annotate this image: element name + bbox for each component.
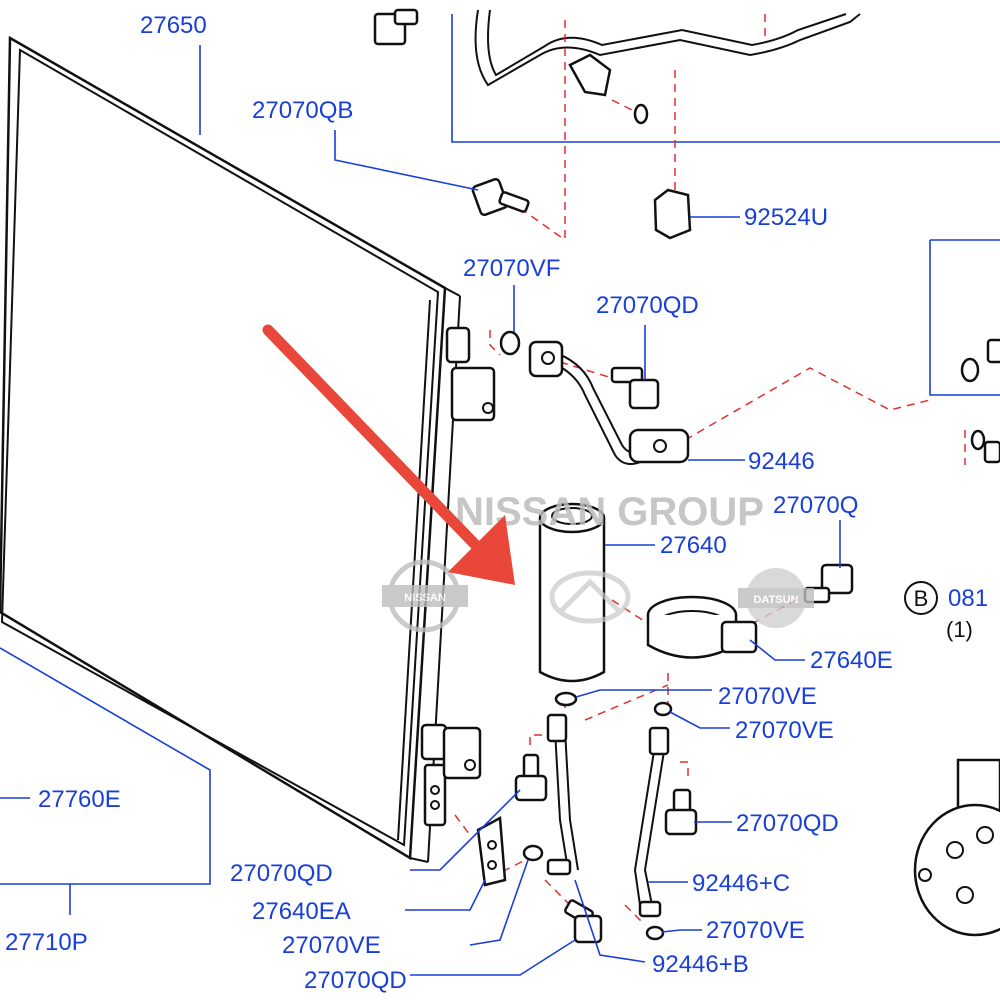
label-92446c: 92446+C [692, 870, 790, 897]
label-27070qd-left: 27070QD [230, 860, 333, 887]
ref-badge-letter: B [914, 586, 929, 611]
leader-lines [0, 45, 841, 976]
pipe-92446[interactable] [528, 340, 690, 465]
label-27070qd-bottom: 27070QD [304, 967, 407, 994]
pipe-92446b[interactable] [546, 713, 579, 876]
label-92446: 92446 [748, 448, 815, 475]
oring-27070ve-2[interactable] [653, 701, 673, 717]
label-27070vf: 27070VF [463, 255, 560, 282]
infiniti-logo-icon [549, 570, 631, 624]
oring-27070ve-1[interactable] [554, 691, 578, 707]
label-27640e: 27640E [810, 647, 893, 674]
bolt-27070qb[interactable] [471, 177, 530, 217]
reference-b: B 081 (1) [904, 581, 988, 642]
label-27650: 27650 [140, 12, 207, 39]
oring-27070vf[interactable] [499, 330, 521, 356]
top-pipe-assembly[interactable] [373, 8, 861, 125]
clip-92524u[interactable] [653, 188, 692, 240]
part-labels: 27650 27070QB 92524U 27070VF 27070QD 924… [5, 12, 893, 994]
label-27710p: 27710P [5, 929, 88, 956]
label-27760e: 27760E [38, 786, 121, 813]
label-92524u: 92524U [744, 204, 828, 231]
label-ref-qty: (1) [946, 617, 973, 642]
tank-bracket-27640e[interactable] [646, 595, 758, 659]
bracket-27640ea[interactable] [476, 815, 507, 887]
top-frame [451, 14, 1000, 396]
oring-27070ve-3[interactable] [645, 925, 665, 941]
label-27070ve-3: 27070VE [706, 917, 805, 944]
bolt-27070qd-bottom[interactable] [564, 899, 603, 944]
condenser[interactable] [0, 35, 496, 863]
bolt-27070qd-left[interactable] [514, 753, 548, 802]
red-arrow-icon [262, 324, 515, 585]
label-27070q: 27070Q [773, 492, 858, 519]
label-27070ve-2: 27070VE [735, 717, 834, 744]
label-27070ve-4: 27070VE [282, 932, 381, 959]
datsun-logo-text: DATSUN [753, 594, 798, 606]
label-27640ea: 27640EA [252, 898, 351, 925]
label-27070ve-1: 27070VE [718, 683, 817, 710]
label-ref-code: 081 [948, 585, 988, 612]
label-27070qd-right: 27070QD [736, 810, 839, 837]
nissan-logo-icon: NISSAN [382, 559, 468, 633]
bolt-27070qd-top[interactable] [610, 366, 660, 410]
label-27070qb: 27070QB [252, 97, 353, 124]
oring-27070ve-4[interactable] [522, 844, 544, 862]
pipe-92446c[interactable] [633, 726, 670, 918]
datsun-logo-icon: DATSUN [738, 568, 814, 628]
nissan-logo-text: NISSAN [404, 592, 446, 604]
right-frame-parts[interactable] [960, 338, 1000, 464]
label-27640: 27640 [660, 532, 727, 559]
bolt-27070qd-right[interactable] [664, 788, 698, 836]
label-27070qd-top: 27070QD [596, 292, 699, 319]
compressor[interactable] [913, 758, 1000, 937]
label-92446b: 92446+B [652, 951, 749, 978]
